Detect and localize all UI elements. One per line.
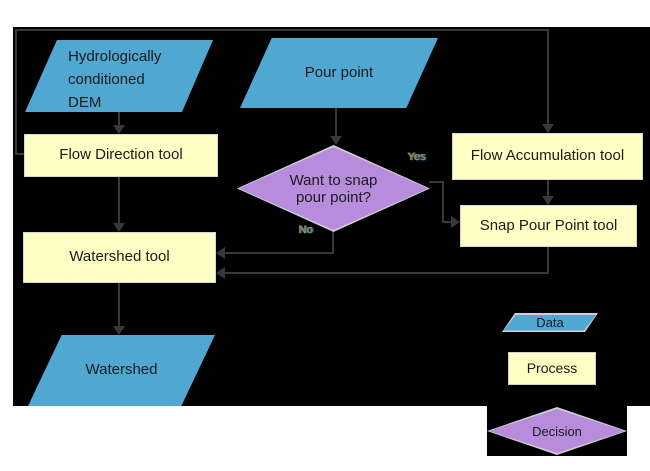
node-snap-pour-point-label: Snap Pour Point tool [479,216,618,234]
node-flow-accumulation-tool: Flow Accumulation tool [452,133,643,180]
edge-flow-direction-to-flow-accumulation-segment [15,29,549,31]
edge-decision-no-segment [223,252,334,254]
node-flow-direction-tool: Flow Direction tool [24,134,218,177]
node-watershed: Watershed [28,335,215,406]
edge-dem-to-flow-direction-arrowhead [113,125,125,134]
edge-watershed-tool-to-watershed-arrowhead [113,326,125,335]
edge-snap-to-watershed-tool-segment [547,247,549,274]
node-snap-pour-point-tool: Snap Pour Point tool [460,205,637,247]
legend-process-shape: Process [508,352,596,385]
edge-decision-yes-segment [442,181,444,223]
edge-decision-yes-arrowhead [451,216,460,228]
legend-data-label: Data [536,315,564,330]
edge-snap-to-watershed-tool-arrowhead [216,267,225,279]
node-hydrologically-conditioned-dem: Hydrologically conditioned DEM [25,40,213,112]
node-watershed-tool-label: Watershed tool [69,248,170,266]
node-flow-accumulation-label: Flow Accumulation tool [470,147,625,165]
edge-dem-to-flow-direction [118,112,120,128]
legend-data-fill: Data [503,314,597,331]
edge-flow-direction-to-flow-accumulation-segment [547,29,549,127]
node-decision-label: Want to snap pour point? [289,171,378,206]
node-pour-point: Pour point [240,38,438,108]
edge-flow-accumulation-to-snap-arrowhead [542,196,554,205]
edge-decision-no-segment [332,231,334,254]
edge-decision-yes-segment [429,181,444,183]
branch-label-no: No [299,224,314,236]
legend-process-label: Process [526,359,578,376]
node-watershed-label: Watershed [85,361,158,379]
legend-decision-label: Decision [532,423,582,439]
edge-pour-point-to-decision-arrowhead [330,136,342,145]
edge-decision-no-arrowhead [216,247,225,259]
node-dem-label: Hydrologically conditioned DEM [68,48,162,111]
branch-label-yes: Yes [408,151,426,163]
edge-flow-direction-to-watershed-tool [118,177,120,225]
edge-flow-accumulation-to-snap [547,180,549,197]
edge-flow-direction-to-flow-accumulation-arrowhead [542,124,554,133]
legend-data-shape: Data [502,313,598,332]
edge-flow-direction-to-watershed-tool-arrowhead [113,223,125,232]
edge-flow-direction-to-flow-accumulation-segment [15,29,17,155]
node-watershed-tool: Watershed tool [23,232,216,283]
node-flow-direction-label: Flow Direction tool [59,146,183,164]
edge-decision-yes-segment [442,221,453,223]
edge-watershed-tool-to-watershed [118,283,120,327]
edge-pour-point-to-decision [335,108,337,138]
edge-snap-to-watershed-tool-segment [223,272,549,274]
edge-flow-direction-to-flow-accumulation-segment [15,153,26,155]
node-pour-point-label: Pour point [304,63,374,81]
